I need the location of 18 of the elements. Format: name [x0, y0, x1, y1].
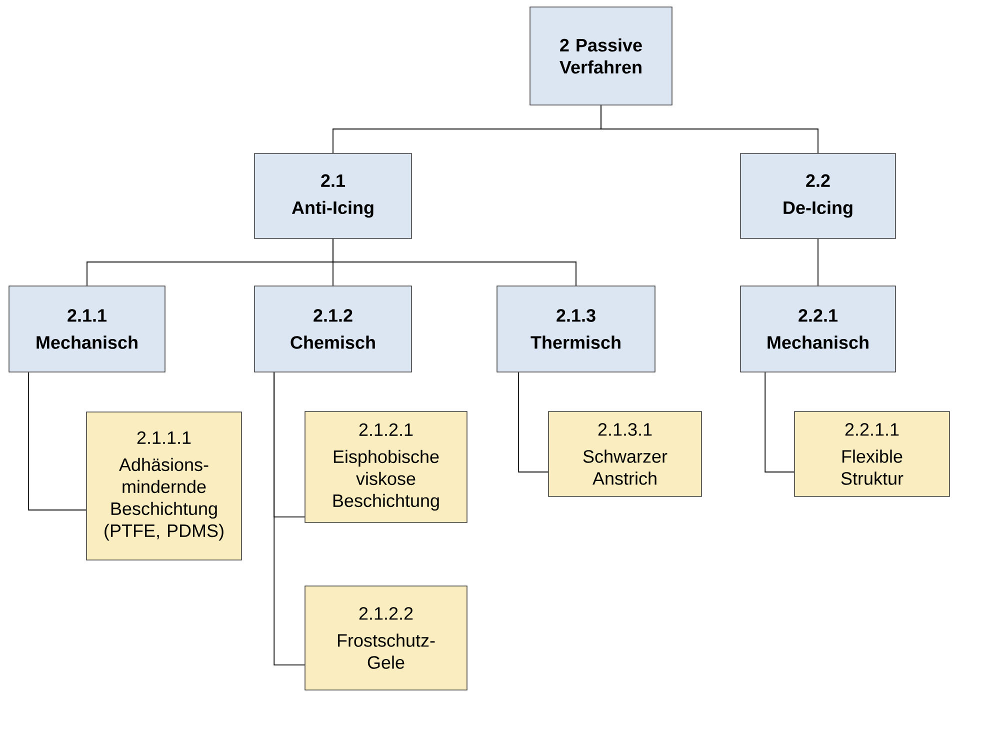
method-box: 2.1.2.2 Frostschutz-Gele — [304, 586, 468, 690]
method-box: 2.1.2.1 Eisphobische viskose Beschichtung — [304, 411, 468, 523]
connector-line — [600, 104, 818, 154]
method-box: 2.1.1.1 Adhäsions-mindernde Beschichtung (PTFE, PDMS) — [86, 412, 242, 560]
connector-line — [274, 372, 306, 666]
connector-line — [764, 372, 795, 472]
category-box: 2.1 Anti-Icing — [254, 153, 412, 239]
category-box: 2.2.1 Mechanisch — [740, 286, 896, 372]
category-box: 2.1.2 Chemisch — [254, 286, 412, 372]
method-box: 2.1.3.1 Schwarzer Anstrich — [548, 411, 702, 497]
connector-line — [332, 238, 576, 286]
method-box: 2.2.1.1 Flexible Struktur — [794, 411, 950, 497]
connector-line — [518, 372, 549, 472]
category-box: 2 Passive Verfahren — [530, 6, 672, 106]
connector-line — [28, 372, 87, 510]
category-box: 2.2 De-Icing — [740, 153, 896, 239]
category-box: 2.1.1 Mechanisch — [8, 286, 166, 372]
category-box: 2.1.3 Thermisch — [496, 286, 656, 372]
